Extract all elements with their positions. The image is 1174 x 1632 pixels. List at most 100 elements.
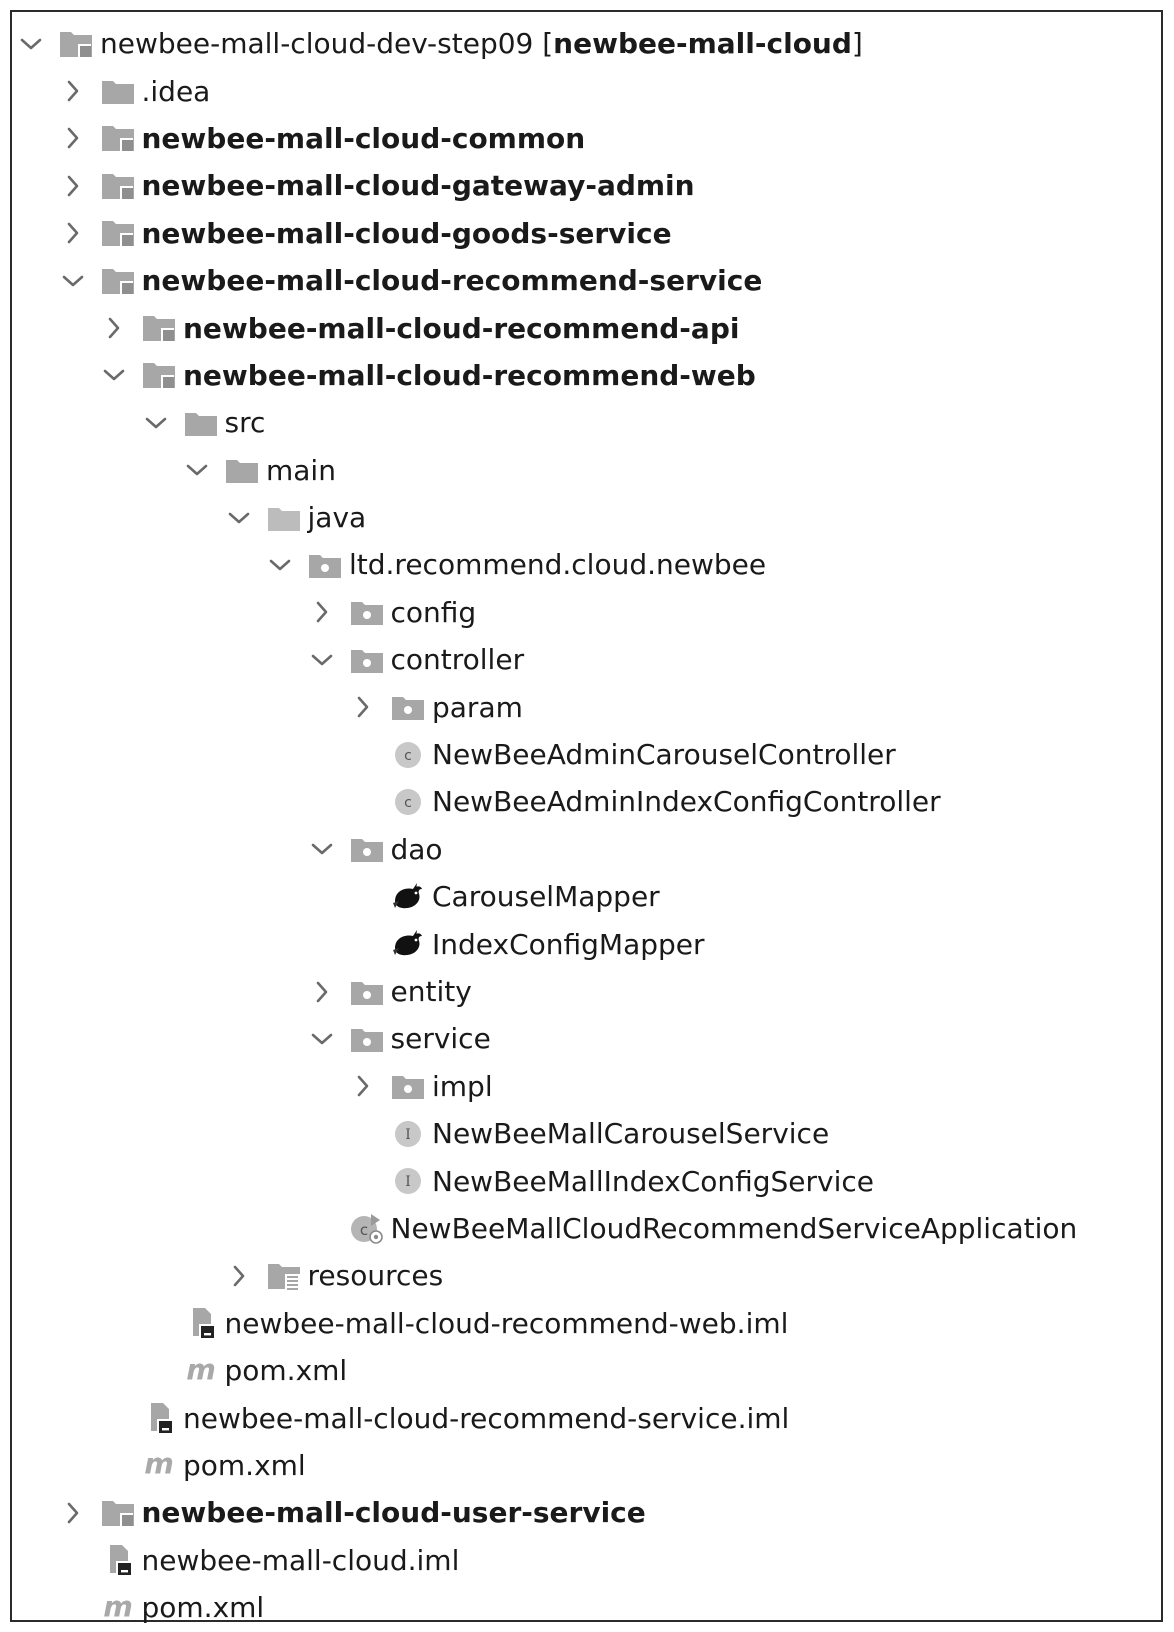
project-tree-panel: newbee-mall-cloud-dev-step09 [newbee-mal…	[10, 10, 1163, 1624]
tree-row[interactable]: newbee-mall-cloud.iml	[12, 1537, 1161, 1584]
tree-row[interactable]: m pom.xml	[12, 1584, 1161, 1631]
tree-item-label: ltd.recommend.cloud.newbee	[349, 548, 766, 581]
tree-item-label: dao	[391, 833, 443, 866]
tree-item-name: newbee-mall-cloud.iml	[141, 1543, 460, 1577]
java-class-icon: c	[390, 786, 426, 818]
tree-item-label: entity	[391, 975, 472, 1008]
maven-file-icon: m	[100, 1592, 136, 1624]
svg-text:I: I	[405, 1174, 411, 1190]
tree-row[interactable]: newbee-mall-cloud-gateway-admin	[12, 162, 1161, 209]
tree-row[interactable]: newbee-mall-cloud-recommend-web	[12, 352, 1161, 399]
tree-row[interactable]: ltd.recommend.cloud.newbee	[12, 541, 1161, 588]
tree-item-label: NewBeeAdminCarouselController	[432, 738, 896, 771]
tree-item-name: java	[307, 501, 367, 535]
tree-row[interactable]: service	[12, 1015, 1161, 1062]
svg-text:c: c	[359, 1221, 367, 1239]
tree-row[interactable]: c NewBeeAdminIndexConfigController	[12, 778, 1161, 825]
tree-row[interactable]: newbee-mall-cloud-recommend-service	[12, 257, 1161, 304]
tree-row[interactable]: I NewBeeMallIndexConfigService	[12, 1157, 1161, 1204]
tree-item-label: pom.xml	[225, 1354, 348, 1387]
tree-row[interactable]: controller	[12, 636, 1161, 683]
module-folder-icon	[100, 1497, 136, 1529]
chevron-right-icon[interactable]	[352, 696, 374, 718]
folder-icon	[100, 75, 136, 107]
chevron-down-icon[interactable]	[103, 364, 125, 386]
chevron-right-icon[interactable]	[62, 175, 84, 197]
tree-row[interactable]: impl	[12, 1063, 1161, 1110]
tree-item-label: controller	[391, 643, 525, 676]
chevron-right-icon[interactable]	[62, 222, 84, 244]
chevron-down-icon[interactable]	[311, 1028, 333, 1050]
tree-row[interactable]: IndexConfigMapper	[12, 920, 1161, 967]
chevron-down-icon[interactable]	[269, 554, 291, 576]
tree-row[interactable]: newbee-mall-cloud-common	[12, 115, 1161, 162]
tree-row[interactable]: c NewBeeAdminCarouselController	[12, 731, 1161, 778]
folder-icon	[183, 407, 219, 439]
tree-item-name: CarouselMapper	[432, 880, 660, 914]
tree-item-label: newbee-mall-cloud-goods-service	[142, 217, 672, 250]
tree-item-name: newbee-mall-cloud-dev-step09 [	[100, 27, 554, 61]
module-folder-icon	[100, 265, 136, 297]
package-icon	[349, 644, 385, 676]
chevron-down-icon[interactable]	[145, 412, 167, 434]
chevron-down-icon[interactable]	[311, 838, 333, 860]
chevron-down-icon[interactable]	[228, 507, 250, 529]
tree-row[interactable]: m pom.xml	[12, 1347, 1161, 1394]
chevron-down-icon[interactable]	[62, 270, 84, 292]
tree-row[interactable]: newbee-mall-cloud-dev-step09 [newbee-mal…	[12, 20, 1161, 67]
tree-row[interactable]: newbee-mall-cloud-recommend-api	[12, 304, 1161, 351]
tree-row[interactable]: param	[12, 683, 1161, 730]
tree-row[interactable]: newbee-mall-cloud-goods-service	[12, 210, 1161, 257]
tree-item-label: pom.xml	[183, 1449, 306, 1482]
module-folder-icon	[100, 122, 136, 154]
tree-row[interactable]: m pom.xml	[12, 1442, 1161, 1489]
chevron-down-icon[interactable]	[20, 33, 42, 55]
chevron-right-icon[interactable]	[62, 1502, 84, 1524]
tree-item-name: IndexConfigMapper	[432, 927, 705, 961]
module-folder-icon	[100, 217, 136, 249]
chevron-down-icon[interactable]	[311, 649, 333, 671]
tree-row[interactable]: entity	[12, 968, 1161, 1015]
tree-item-name: impl	[432, 1069, 493, 1103]
tree-row[interactable]: dao	[12, 826, 1161, 873]
tree-row[interactable]: newbee-mall-cloud-recommend-service.iml	[12, 1394, 1161, 1441]
chevron-right-icon[interactable]	[62, 80, 84, 102]
tree-row[interactable]: newbee-mall-cloud-recommend-web.iml	[12, 1300, 1161, 1347]
tree-row[interactable]: main	[12, 447, 1161, 494]
svg-text:m: m	[103, 1592, 133, 1624]
chevron-right-icon[interactable]	[311, 601, 333, 623]
chevron-right-icon[interactable]	[352, 1075, 374, 1097]
chevron-down-icon[interactable]	[186, 459, 208, 481]
tree-item-name: pom.xml	[224, 1354, 348, 1388]
tree-item-label: impl	[432, 1070, 493, 1103]
tree-row[interactable]: resources	[12, 1252, 1161, 1299]
tree-item-label: CarouselMapper	[432, 880, 660, 913]
tree-row[interactable]: java	[12, 494, 1161, 541]
tree-row[interactable]: I NewBeeMallCarouselService	[12, 1110, 1161, 1157]
package-icon	[349, 976, 385, 1008]
tree-item-name: controller	[390, 643, 525, 677]
tree-item-name: newbee-mall-cloud-user-service	[141, 1496, 646, 1530]
tree-item-label: newbee-mall-cloud-recommend-service	[142, 264, 763, 297]
java-interface-icon: I	[390, 1165, 426, 1197]
tree-item-name: newbee-mall-cloud-common	[141, 121, 586, 155]
tree-item-name: main	[266, 453, 336, 487]
spring-boot-app-icon: c	[349, 1212, 385, 1245]
chevron-right-icon[interactable]	[103, 317, 125, 339]
chevron-right-icon[interactable]	[311, 981, 333, 1003]
project-name: newbee-mall-cloud	[553, 27, 852, 61]
chevron-right-icon[interactable]	[228, 1265, 250, 1287]
tree-row[interactable]: c NewBeeMallCloudRecommendServiceApplica…	[12, 1205, 1161, 1252]
module-folder-icon	[141, 359, 177, 391]
tree-item-label: newbee-mall-cloud-recommend-web	[183, 359, 756, 392]
tree-item-name: NewBeeMallIndexConfigService	[432, 1164, 875, 1198]
tree-row[interactable]: src	[12, 399, 1161, 446]
tree-row[interactable]: .idea	[12, 67, 1161, 114]
tree-item-label: newbee-mall-cloud-dev-step09 [newbee-mal…	[100, 27, 863, 60]
tree-item-label: .idea	[142, 75, 211, 108]
tree-row[interactable]: newbee-mall-cloud-user-service	[12, 1489, 1161, 1536]
tree-item-name: newbee-mall-cloud-recommend-service.iml	[183, 1401, 790, 1435]
tree-row[interactable]: CarouselMapper	[12, 873, 1161, 920]
tree-row[interactable]: config	[12, 589, 1161, 636]
chevron-right-icon[interactable]	[62, 127, 84, 149]
